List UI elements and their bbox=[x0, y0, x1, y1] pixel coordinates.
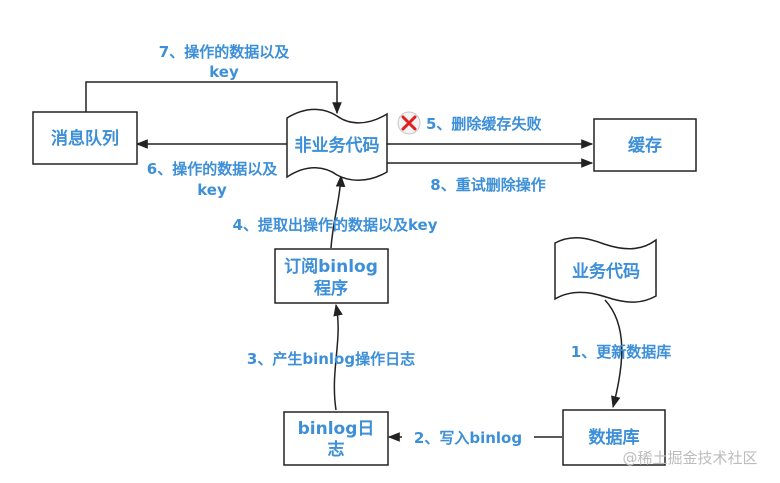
watermark: @稀土掘金技术社区 bbox=[622, 449, 757, 467]
binlog-subscriber-label-line2: 程序 bbox=[314, 278, 348, 299]
business-code-label: 业务代码 bbox=[572, 261, 640, 282]
edge-step8-label: 8、重试删除操作 bbox=[430, 176, 545, 194]
message-queue-node bbox=[32, 111, 138, 165]
edge-step7-label-line2: key bbox=[209, 63, 239, 81]
non-business-code-label: 非业务代码 bbox=[295, 135, 380, 156]
edge-step7-label-line1: 7、操作的数据以及 bbox=[159, 43, 290, 61]
message-queue-label: 消息队列 bbox=[51, 128, 119, 149]
edge-step4-label: 4、提取出操作的数据以及key bbox=[233, 216, 438, 234]
edge-step5-label: 5、删除缓存失败 bbox=[426, 115, 541, 133]
binlog-log-label-line1: binlog日 bbox=[298, 419, 375, 439]
edge-step1-label: 1、更新数据库 bbox=[571, 343, 671, 361]
binlog-subscriber-label-line1: 订阅binlog bbox=[284, 256, 378, 277]
edge-step2-label: 2、写入binlog bbox=[414, 429, 522, 447]
business-code-node bbox=[554, 237, 657, 303]
binlog-log-node bbox=[283, 411, 389, 466]
cache-node bbox=[593, 118, 697, 172]
binlog-subscriber-node bbox=[274, 248, 389, 304]
cache-label: 缓存 bbox=[628, 135, 662, 156]
edge-step1-line bbox=[604, 299, 623, 409]
fail-x-icon bbox=[397, 111, 421, 135]
edge-step6-label-line1: 6、操作的数据以及 bbox=[147, 160, 278, 178]
binlog-log-label-line2: 志 bbox=[328, 439, 345, 460]
edge-step3-label: 3、产生binlog操作日志 bbox=[247, 350, 415, 368]
edge-step3-line bbox=[333, 303, 343, 411]
non-business-code-node bbox=[286, 108, 388, 181]
edge-step4-line bbox=[330, 174, 346, 249]
edge-step2-label-bg bbox=[402, 426, 534, 448]
database-node bbox=[562, 409, 666, 466]
edge-step7-line bbox=[85, 81, 342, 115]
edge-step6-label-line2: key bbox=[197, 181, 227, 199]
database-label: 数据库 bbox=[589, 427, 640, 448]
